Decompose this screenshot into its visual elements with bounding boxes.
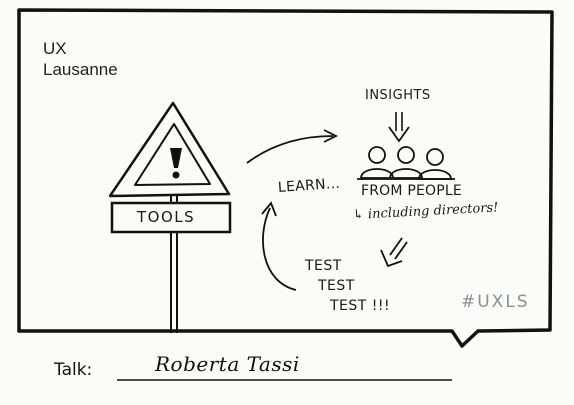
insights-label: INSIGHTS (365, 88, 431, 103)
brand-logo: UX Lausanne (43, 38, 118, 80)
test-line: TEST (318, 278, 355, 294)
brand-line-1: UX (43, 39, 67, 58)
arrow-to-people (246, 135, 334, 164)
road-sign (108, 101, 232, 333)
arrow-to-test (380, 237, 408, 268)
loop-arrow (262, 207, 297, 291)
brand-line-2: Lausanne (43, 60, 118, 79)
exclamation-warning-icon (170, 148, 182, 179)
test-line: TEST !!! (330, 298, 391, 314)
sign-label: TOOLS (137, 208, 196, 226)
hashtag-label: #UXLS (461, 292, 530, 312)
test-line: TEST (305, 258, 342, 274)
speaker-name: Roberta Tassi (155, 352, 300, 376)
people-group-icon (357, 146, 455, 180)
talk-label: Talk: (54, 360, 93, 380)
insights-down-arrow (388, 112, 410, 143)
from-people-label: FROM PEOPLE (361, 183, 462, 199)
speech-bubble-frame (17, 8, 554, 348)
